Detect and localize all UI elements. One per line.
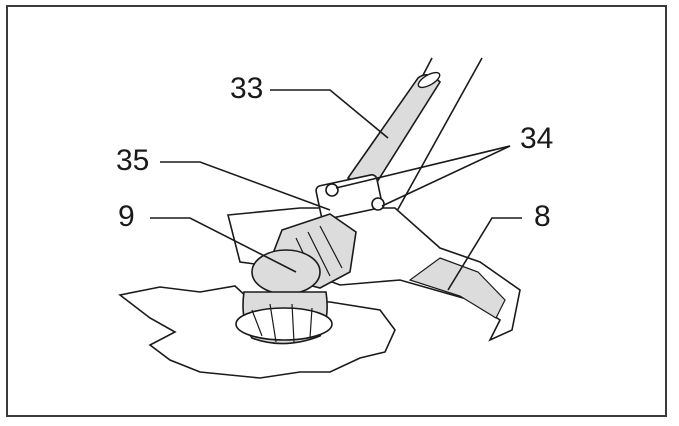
shaft-line-right [381,57,483,239]
leader-8 [447,217,522,291]
callout-9: 9 [118,200,135,233]
guard-inner-shade [408,257,506,319]
leader-35 [160,161,331,211]
bolt-upper [325,183,339,197]
bolt-lower [371,197,385,211]
spool-top [251,249,321,295]
tube [346,74,442,192]
spool-base [235,307,333,341]
tube-end [417,71,441,89]
leader-34a [335,145,511,189]
spool-flutes [251,303,313,343]
callout-8: 8 [534,200,551,233]
leader-9 [150,217,297,273]
callout-35: 35 [116,144,150,177]
leader-33 [270,89,389,139]
leader-34b [381,145,511,207]
callout-34: 34 [520,122,554,155]
callout-33: 33 [230,72,264,105]
